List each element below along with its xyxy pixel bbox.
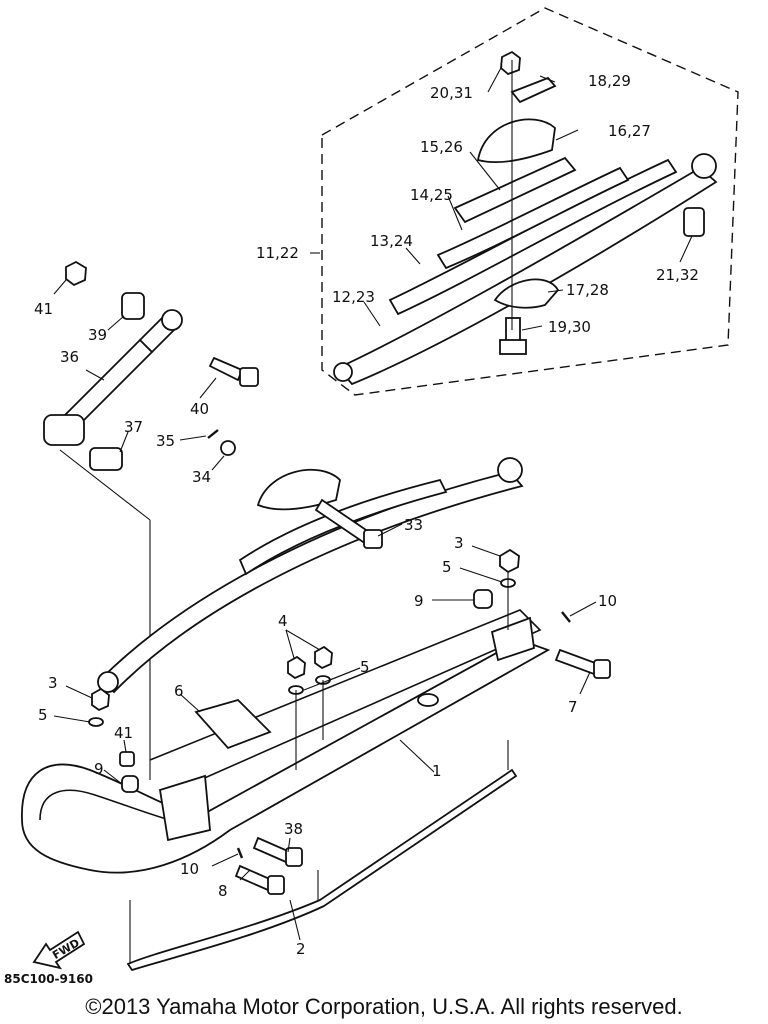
callout-16-27: 16,27 <box>608 122 651 140</box>
bolt-19-head <box>499 339 527 355</box>
callout-39: 39 <box>88 326 107 344</box>
cotter-pin-35 <box>207 429 219 439</box>
bolt-7 <box>554 648 600 676</box>
spring-saddle <box>476 118 556 163</box>
callout-19-30: 19,30 <box>548 318 591 336</box>
leaf-main <box>336 166 718 386</box>
wear-bar <box>126 740 518 972</box>
leader-lines <box>53 65 693 941</box>
drawing-code: 85C100-9160 <box>4 972 93 986</box>
leaf-2 <box>388 158 678 316</box>
leaf-eye-rear <box>333 362 353 382</box>
bolt-40 <box>208 356 244 382</box>
nut-34 <box>220 440 236 456</box>
bolt-40-head <box>239 367 259 387</box>
fwd-arrow: FWD <box>32 930 86 970</box>
nut-41-top <box>65 260 87 287</box>
ski-body <box>21 609 611 895</box>
shock-eye-bottom <box>43 414 85 446</box>
callout-11-22: 11,22 <box>256 244 299 262</box>
callout-15-26: 15,26 <box>420 138 463 156</box>
bolt-38 <box>252 836 292 864</box>
callout-5-left: 5 <box>38 706 48 724</box>
callout-33: 33 <box>404 516 423 534</box>
callout-3-left: 3 <box>48 674 58 692</box>
shock-absorber-group <box>43 260 259 780</box>
callout-17-28: 17,28 <box>566 281 609 299</box>
bushing-21 <box>683 207 705 237</box>
copyright-notice: ©2013 Yamaha Motor Corporation, U.S.A. A… <box>85 994 683 1019</box>
callout-34: 34 <box>192 468 211 486</box>
leaf-4 <box>453 156 577 224</box>
spring-clamp <box>510 76 557 104</box>
callout-13-24: 13,24 <box>370 232 413 250</box>
callout-14-25: 14,25 <box>410 186 453 204</box>
callout-36: 36 <box>60 348 79 366</box>
leaf-spring-assembly <box>333 50 718 386</box>
assembled-spring <box>97 457 524 694</box>
callout-21-32: 21,32 <box>656 266 699 284</box>
callout-10-right: 10 <box>598 592 617 610</box>
callout-6: 6 <box>174 682 184 700</box>
callout-9-right: 9 <box>414 592 424 610</box>
callout-20-31: 20,31 <box>430 84 473 102</box>
callouts: 20,31 18,29 16,27 15,26 14,25 13,24 11,2… <box>34 72 699 958</box>
callout-8: 8 <box>218 882 228 900</box>
callout-40: 40 <box>190 400 209 418</box>
callout-41-low: 41 <box>114 724 133 742</box>
callout-37: 37 <box>124 418 143 436</box>
ski-hardware <box>88 548 571 859</box>
ski-bracket-6 <box>194 698 272 750</box>
callout-38: 38 <box>284 820 303 838</box>
bushing-39 <box>121 292 145 320</box>
leaf-eye-front <box>691 153 717 179</box>
callout-1: 1 <box>432 762 442 780</box>
callout-12-23: 12,23 <box>332 288 375 306</box>
callout-9-left: 9 <box>94 760 104 778</box>
callout-5-right: 5 <box>442 558 452 576</box>
callout-35: 35 <box>156 432 175 450</box>
callout-18-29: 18,29 <box>588 72 631 90</box>
bushing-37 <box>89 447 123 471</box>
leaf-3 <box>436 166 630 270</box>
callout-7: 7 <box>568 698 578 716</box>
callout-3-right: 3 <box>454 534 464 552</box>
callout-4: 4 <box>278 612 288 630</box>
callout-41-top: 41 <box>34 300 53 318</box>
leaf-spring-boundary <box>321 7 739 396</box>
callout-5-mid: 5 <box>360 658 370 676</box>
shock-eye-top <box>161 309 183 331</box>
callout-10-left: 10 <box>180 860 199 878</box>
nut-20 <box>500 50 521 76</box>
callout-2: 2 <box>296 940 306 958</box>
